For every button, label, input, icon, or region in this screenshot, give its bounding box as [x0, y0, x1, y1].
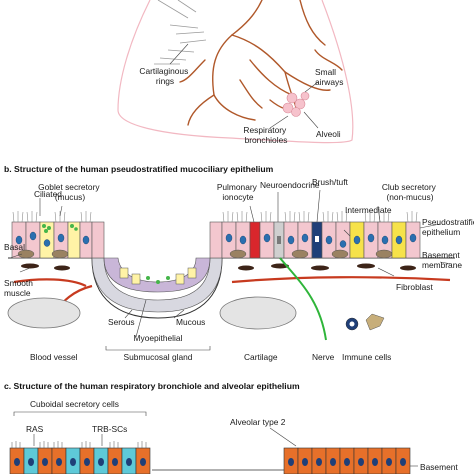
bronchiole-cells-left [9, 441, 151, 474]
label-cuboidal-secretory: Cuboidal secretory cells [30, 399, 119, 409]
label-trb-scs: TRB-SCs [92, 424, 127, 434]
label-club: Club secretory (non-mucus) [382, 182, 438, 202]
cartilage-left [7, 297, 81, 329]
panel-b-heading: b. Structure of the human pseudostratifi… [4, 164, 274, 174]
airway-tree [179, 0, 343, 126]
label-fibroblast: Fibroblast [396, 282, 433, 292]
label-respiratory-bronchioles: Respiratory bronchioles [243, 125, 288, 145]
immune-cells [345, 313, 385, 331]
left-epithelium [11, 211, 93, 259]
label-cartilaginous-rings: Cartilaginous rings [139, 66, 190, 86]
nerve-fiber [279, 257, 327, 341]
alveoli-cluster [282, 91, 310, 117]
panel-c-bronchiole-diagram: Cuboidal secretory cells RAS TRB-SCs [9, 399, 458, 474]
label-small-airways: Small airways [315, 67, 343, 87]
panel-b-epithelium-diagram: Ciliated Goblet secretory (mucus) Pulmon… [4, 177, 474, 362]
smooth-muscle-right [231, 276, 451, 284]
gland-bracket [105, 346, 211, 351]
right-epithelium [221, 211, 421, 259]
basement-membrane-line [8, 257, 455, 319]
label-basal: Basal [4, 242, 25, 252]
panel-c-heading: c. Structure of the human respiratory br… [4, 381, 300, 391]
cartilage-right [219, 296, 297, 330]
label-mucous: Mucous [176, 317, 205, 327]
label-cartilage: Cartilage [244, 352, 278, 362]
cartilaginous-trachea [154, 0, 207, 65]
label-serous: Serous [108, 317, 135, 327]
label-blood-vessel: Blood vessel [30, 352, 78, 362]
label-ciliated: Ciliated [34, 189, 62, 199]
label-pseudostratified: Pseudostratified epithelium [422, 217, 474, 237]
ionocyte-cell [249, 221, 261, 259]
submucosal-gland [91, 221, 223, 313]
lung-outline [117, 0, 354, 144]
label-alveolar-type2: Alveolar type 2 [230, 417, 286, 427]
label-basement: Basement [420, 462, 458, 472]
label-goblet: Goblet secretory (mucus) [38, 182, 102, 202]
label-alveoli: Alveoli [316, 129, 341, 139]
label-neuroendocrine: Neuroendocrine [260, 180, 320, 190]
bronchiole-cells-right [283, 447, 411, 474]
label-myoepithelial: Myoepithelial [134, 333, 183, 343]
label-pulmonary-ionocyte: Pulmonary ionocyte [217, 182, 259, 202]
panel-a-lung-diagram: Cartilaginous rings Small airways Respir… [117, 0, 354, 145]
label-intermediate: Intermediate [345, 205, 392, 215]
label-brush-tuft: Brush/tuft [312, 177, 349, 187]
smooth-muscle-left [13, 278, 87, 287]
label-smooth-muscle: Smooth muscle [4, 278, 35, 298]
label-submucosal-gland: Submucosal gland [124, 352, 193, 362]
label-nerve: Nerve [312, 352, 335, 362]
submucosa-cells [13, 263, 451, 287]
label-immune-cells: Immune cells [342, 352, 391, 362]
label-ras: RAS [26, 424, 44, 434]
cuboidal-bracket [13, 411, 147, 416]
label-basement-membrane: Basement membrane [422, 250, 462, 270]
